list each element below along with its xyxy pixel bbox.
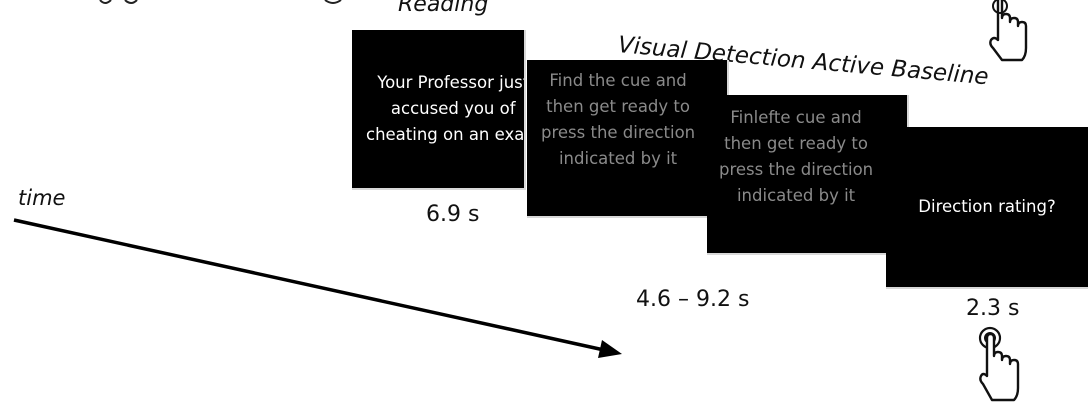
reading-screen: Your Professor just accused you of cheat…: [352, 30, 526, 190]
direction-rating-screen: Direction rating?: [886, 127, 1088, 289]
reading-screen-text: Your Professor just accused you of cheat…: [366, 73, 525, 144]
finger-tap-icon: [989, 0, 1028, 62]
finger-tap-icon: [978, 326, 1020, 402]
time-label: time: [18, 186, 66, 210]
rating-duration: 2.3 s: [966, 296, 1020, 321]
direction-rating-text: Direction rating?: [918, 197, 1056, 216]
detection-duration: 4.6 – 9.2 s: [636, 287, 750, 312]
cut-off-text-remnant: [99, 0, 342, 4]
cue-screen-1-text: Find the cue and then get ready to press…: [541, 71, 696, 168]
cue-screen-2: Finlefte cue and then get ready to press…: [707, 95, 909, 255]
reading-duration: 6.9 s: [426, 202, 480, 227]
cue-screen-2-text: Finlefte cue and then get ready to press…: [719, 108, 874, 205]
reading-label: Reading: [398, 0, 489, 17]
cue-screen-1: Find the cue and then get ready to press…: [527, 60, 729, 218]
